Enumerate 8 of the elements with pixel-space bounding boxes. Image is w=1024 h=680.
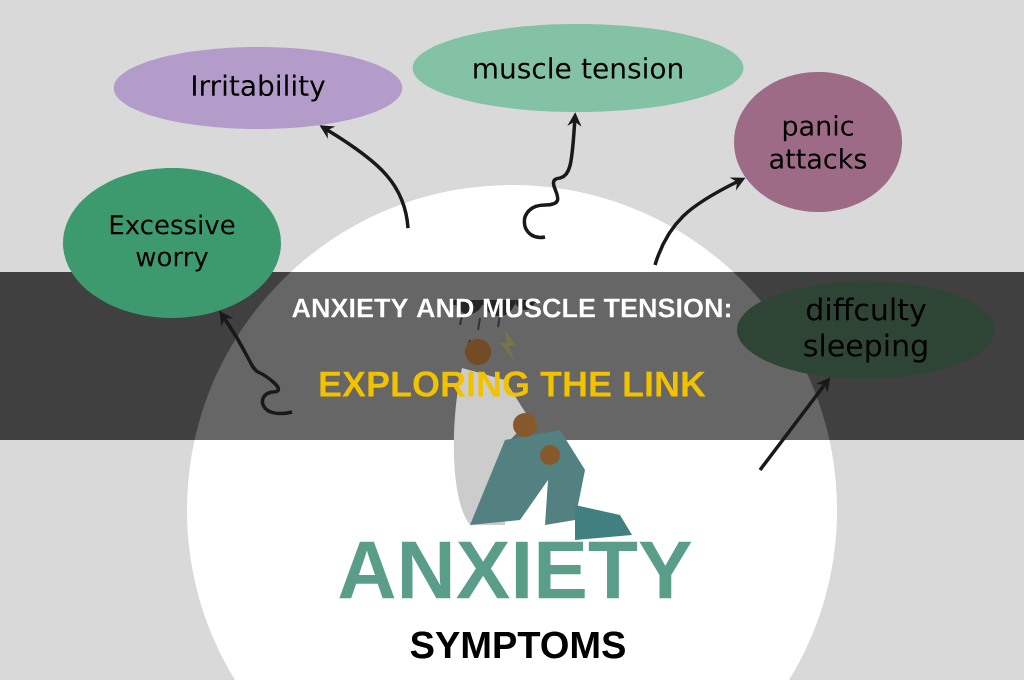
poster-subtitle: SYMPTOMS xyxy=(410,631,625,659)
symptom-bubble: Irritability xyxy=(113,47,403,129)
banner-title: ANXIETY AND MUSCLE TENSION: xyxy=(292,298,730,318)
symptom-bubble: diffculty sleeping xyxy=(737,281,995,379)
symptom-bubble: Excessive worry xyxy=(63,168,281,318)
symptom-bubble: muscle tension xyxy=(412,24,744,112)
poster-title: ANXIETY xyxy=(339,541,692,599)
symptom-bubble: panic attacks xyxy=(734,72,902,212)
